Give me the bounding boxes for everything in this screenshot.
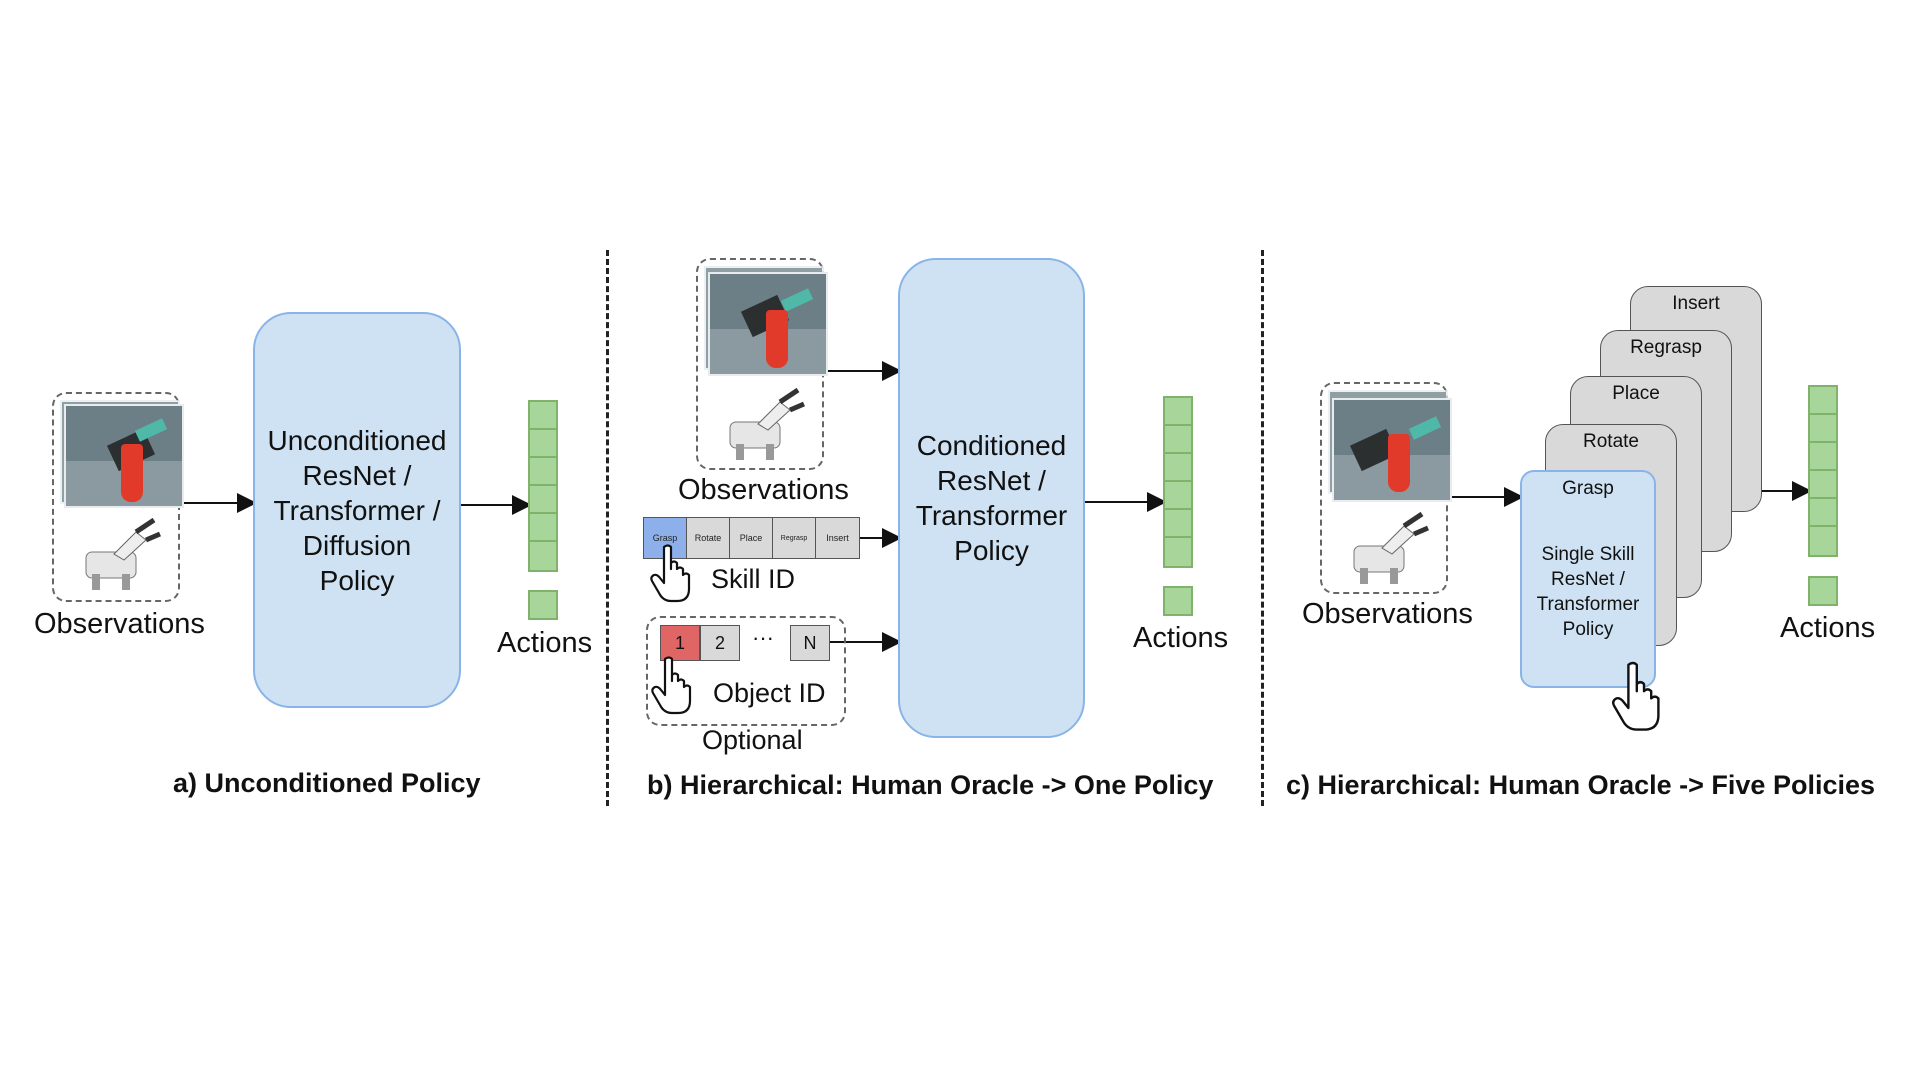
object-ellipsis: ··· [752, 625, 774, 650]
actions-label-a: Actions [497, 627, 593, 659]
unconditioned-policy-box: Unconditioned ResNet / Transformer / Dif… [253, 312, 461, 708]
skill-option-grasp[interactable]: Grasp [644, 518, 687, 558]
caption-a: a) Unconditioned Policy [173, 768, 481, 798]
hand-pointer-icon [1612, 661, 1660, 731]
object-option-1[interactable]: 1 [660, 625, 700, 661]
observations-label-a: Observations [34, 608, 205, 640]
hand-pointer-icon [650, 544, 691, 603]
policy-line: Transformer [1536, 594, 1640, 615]
policy-line: Policy [1562, 619, 1614, 640]
object-id-box [646, 616, 846, 726]
policy-line: Policy [319, 564, 395, 596]
object-id-label: Object ID [713, 678, 826, 708]
policy-line: ResNet / [937, 465, 1046, 496]
policy-line: Transformer / [273, 494, 441, 526]
action-cell-c [1808, 576, 1838, 606]
actions-label-c: Actions [1780, 612, 1876, 644]
scene-image-icon [708, 272, 828, 376]
observations-box-c [1320, 382, 1452, 594]
policy-card-grasp-label: Grasp [1562, 478, 1614, 499]
skill-option-regrasp[interactable]: Regrasp [773, 518, 816, 558]
object-option-2[interactable]: 2 [700, 625, 740, 661]
action-stack-c [1808, 385, 1838, 557]
observations-label-b: Observations [678, 474, 849, 506]
actions-label-b: Actions [1133, 622, 1229, 654]
scene-image-icon [64, 404, 184, 508]
policy-line: Conditioned [916, 430, 1067, 461]
caption-b: b) Hierarchical: Human Oracle -> One Pol… [647, 770, 1214, 800]
divider-bc [1261, 250, 1264, 806]
observations-box-b [696, 258, 828, 470]
robot-gripper-icon [729, 387, 805, 460]
policy-line: Unconditioned [267, 424, 447, 456]
action-stack-b [1163, 396, 1193, 568]
single-skill-policy-box: Grasp Single Skill ResNet / Transformer … [1520, 470, 1656, 688]
policy-line: Transformer [915, 500, 1068, 531]
conditioned-policy-box: Conditioned ResNet / Transformer Policy [898, 258, 1085, 738]
skill-id-label: Skill ID [711, 564, 796, 594]
object-option-n[interactable]: N [790, 625, 830, 661]
optional-label: Optional [702, 725, 803, 755]
robot-gripper-icon [85, 517, 161, 590]
skill-option-insert[interactable]: Insert [816, 518, 859, 558]
action-cell-b [1163, 586, 1193, 616]
policy-line: Diffusion [302, 529, 412, 561]
robot-gripper-icon [1353, 511, 1429, 584]
divider-ab [606, 250, 609, 806]
policy-line: ResNet / [302, 459, 412, 491]
observations-box-a [52, 392, 184, 602]
caption-c: c) Hierarchical: Human Oracle -> Five Po… [1286, 770, 1876, 800]
skill-selector-bar: Grasp Rotate Place Regrasp Insert [643, 517, 860, 559]
scene-image-icon [1332, 398, 1452, 502]
policy-line: Single Skill [1541, 544, 1635, 565]
policy-line: ResNet / [1551, 569, 1625, 590]
skill-option-place[interactable]: Place [730, 518, 773, 558]
policy-line: Policy [954, 535, 1029, 566]
observations-label-c: Observations [1302, 598, 1473, 630]
action-stack-a [528, 400, 558, 572]
skill-option-rotate[interactable]: Rotate [687, 518, 730, 558]
action-cell-a [528, 590, 558, 620]
hand-pointer-icon [651, 656, 692, 715]
